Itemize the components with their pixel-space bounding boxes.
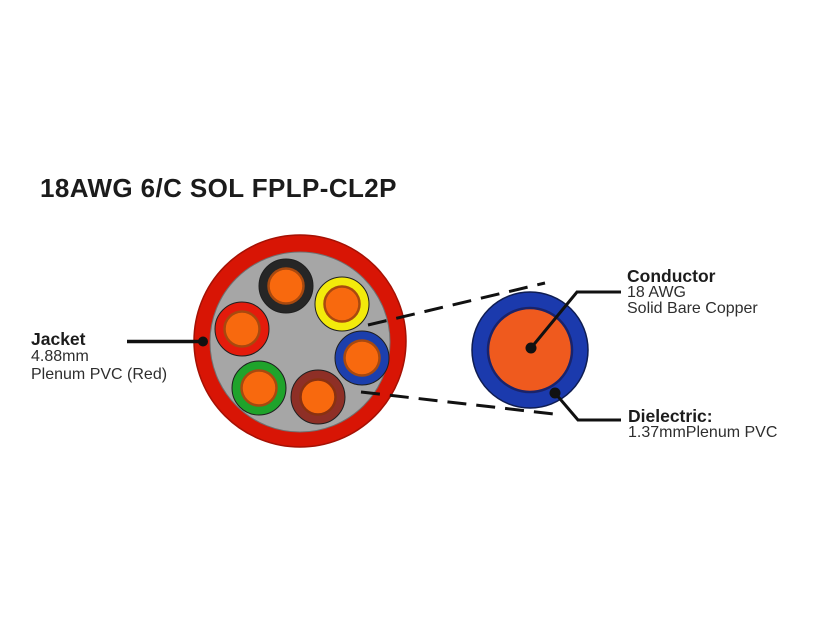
conductor-label: Conductor 18 AWG Solid Bare Copper	[627, 267, 758, 317]
page-title: 18AWG 6/C SOL FPLP-CL2P	[40, 173, 397, 203]
conductor-label-gauge: 18 AWG	[627, 284, 686, 301]
dielectric-label-spec: 1.37mmPlenum PVC	[628, 424, 778, 441]
dielectric-label-name: Dielectric:	[628, 406, 713, 426]
conductor-core-yellow	[323, 285, 361, 323]
conductor-leader-dot	[525, 342, 537, 354]
jacket-label-size: 4.88mm	[31, 348, 89, 365]
dielectric-leader-line	[553, 392, 621, 422]
conductor-callout	[525, 290, 621, 354]
dielectric-label: Dielectric: 1.37mmPlenum PVC	[628, 407, 777, 441]
jacket-label: Jacket 4.88mm Plenum PVC (Red)	[31, 330, 167, 383]
magnifier-dashed-line-top	[367, 281, 546, 327]
jacket-label-name: Jacket	[31, 329, 86, 349]
jacket-label-material: Plenum PVC (Red)	[31, 365, 168, 383]
conductor-core-green	[240, 369, 278, 407]
conductor-core-red	[223, 310, 261, 348]
conductor-label-name: Conductor	[627, 266, 716, 286]
jacket-leader-dot	[198, 336, 208, 347]
magnifier-dashed-line-bottom	[360, 390, 555, 416]
conductor-leader-line	[529, 290, 621, 349]
conductor-core-dark-red	[299, 378, 337, 416]
conductor-core-blue	[343, 339, 381, 377]
cable-cross-section	[193, 234, 407, 448]
conductor-label-material: Solid Bare Copper	[627, 300, 758, 317]
dielectric-leader-dot	[549, 387, 561, 399]
jacket-callout	[127, 336, 208, 347]
conductor-core-black	[267, 267, 305, 305]
dielectric-callout	[549, 387, 621, 422]
